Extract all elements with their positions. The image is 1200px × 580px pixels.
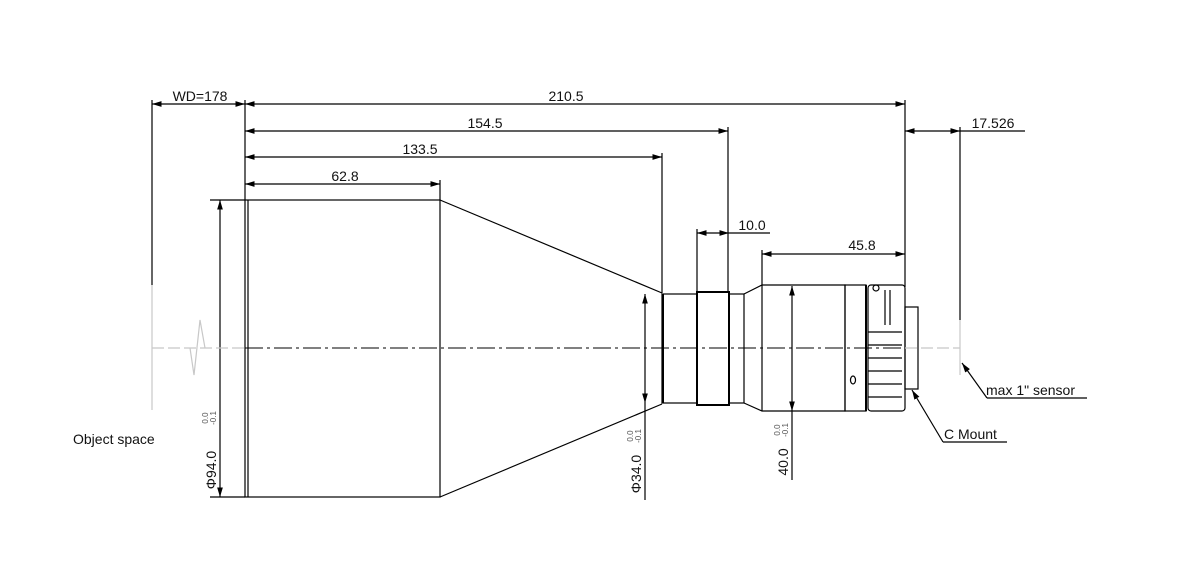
dim-133: 133.5 [402, 141, 437, 157]
tol-lower: -0.1 [209, 411, 218, 425]
c-mount-label: C Mount [944, 426, 997, 442]
dim-total: 210.5 [548, 88, 583, 104]
tol-lower: -0.1 [781, 423, 790, 437]
extension-lines [151, 100, 961, 498]
knurled-ring [868, 284, 902, 398]
screw-icon [849, 375, 857, 385]
break-symbol [189, 319, 206, 376]
tol-upper: 0.0 [201, 412, 210, 424]
dim-dia94: Φ94.0 [203, 451, 219, 490]
dim-45: 45.8 [848, 237, 875, 253]
tol-lower: -0.1 [634, 429, 643, 443]
sensor-label: max 1" sensor [986, 382, 1075, 398]
dim-62: 62.8 [331, 168, 358, 184]
dim-dia34: Φ34.0 [628, 455, 644, 494]
dim-dia40: 40.0 [775, 448, 791, 475]
dim-154: 154.5 [467, 115, 502, 131]
tol-upper: 0.0 [626, 430, 635, 442]
dim-10: 10.0 [738, 217, 765, 233]
dim-wd: WD=178 [173, 88, 228, 104]
leaders [911, 362, 1087, 443]
object-space-label: Object space [73, 431, 155, 447]
dimension-lines [152, 101, 1025, 500]
dim-sensor-offset: 17.526 [972, 115, 1015, 131]
tol-upper: 0.0 [773, 424, 782, 436]
